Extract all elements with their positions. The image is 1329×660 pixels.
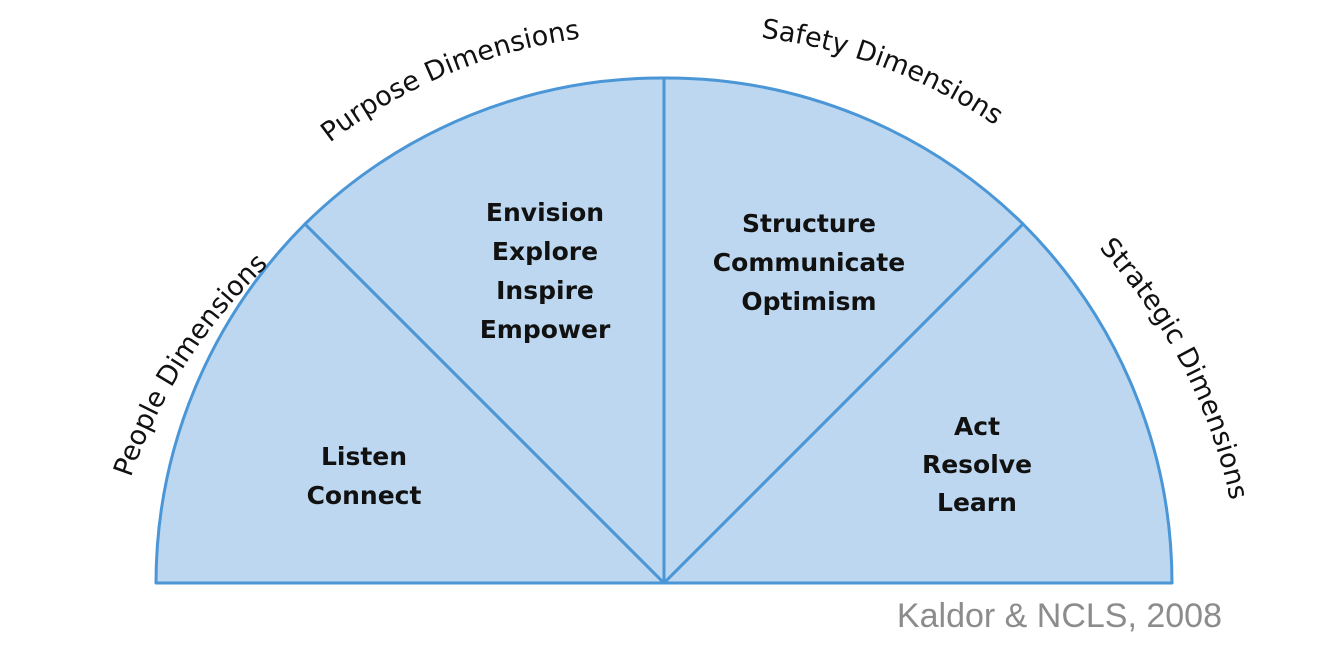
strategic-item-learn: Learn [937,488,1017,517]
segment-labels: Listen Connect Envision Explore Inspire … [307,198,1032,517]
people-item-listen: Listen [321,442,407,471]
purpose-item-inspire: Inspire [496,276,594,305]
safety-item-optimism: Optimism [741,287,876,316]
safety-item-structure: Structure [742,209,876,238]
segment-safety [662,76,1025,585]
purpose-item-envision: Envision [486,198,604,227]
source-credit: Kaldor & NCLS, 2008 [897,597,1222,635]
segments [154,76,1174,585]
purpose-item-explore: Explore [492,237,598,266]
segment-purpose [303,76,666,585]
segment-people [154,222,666,585]
strategic-item-resolve: Resolve [922,450,1032,479]
strategic-item-act: Act [954,412,1000,441]
safety-item-communicate: Communicate [713,248,905,277]
people-item-connect: Connect [307,481,422,510]
segment-strategic [662,222,1174,585]
purpose-item-empower: Empower [480,315,611,344]
